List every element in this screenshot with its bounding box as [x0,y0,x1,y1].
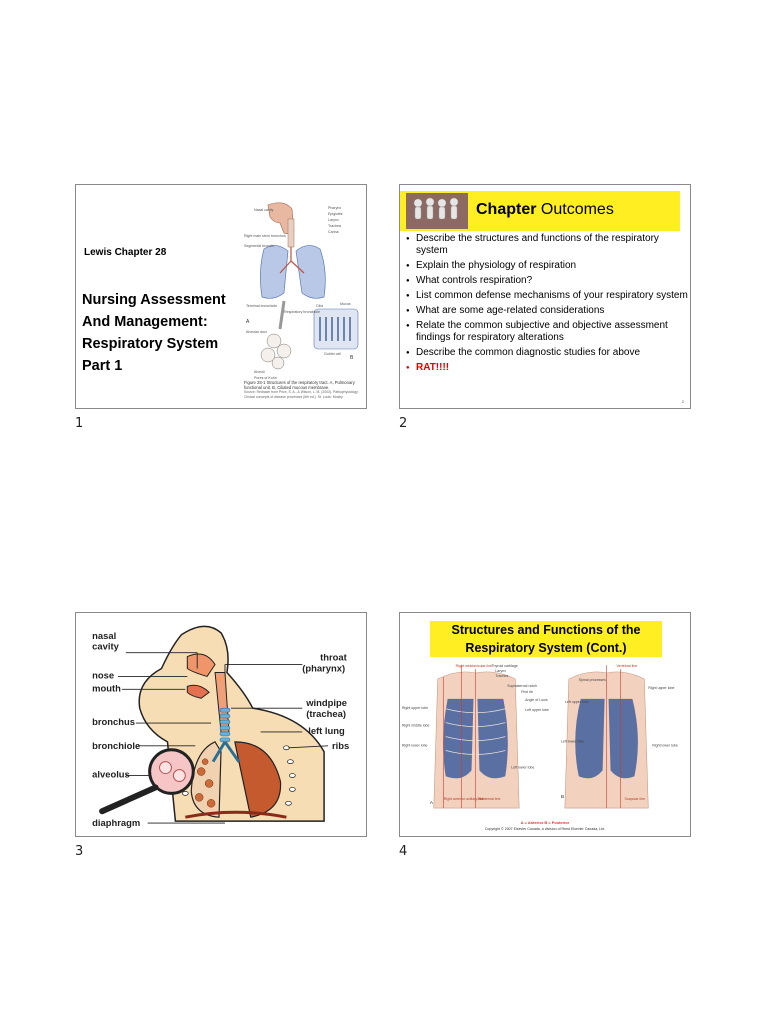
list-item: Describe the common diagnostic studies f… [406,347,688,359]
svg-text:Larynx: Larynx [495,669,506,673]
svg-text:Right midclavicular line: Right midclavicular line [456,664,492,668]
svg-text:Left lower lobe: Left lower lobe [511,765,534,769]
svg-text:bronchiole: bronchiole [92,740,140,751]
page-number-1: 1 [75,416,84,431]
svg-text:Angle of Louis: Angle of Louis [525,698,548,702]
outcomes-list: Describe the structures and functions of… [406,233,688,377]
svg-text:Right lower lobe: Right lower lobe [652,744,678,748]
svg-text:Vertebral line: Vertebral line [617,664,638,668]
svg-text:Nasal cavity: Nasal cavity [254,208,274,212]
list-item: List common defense mechanisms of your r… [406,290,688,302]
slide-2[interactable]: Chapter Outcomes Describe the structures… [399,184,691,409]
svg-text:A: A [430,800,434,806]
svg-text:Respiratory bronchiole: Respiratory bronchiole [284,310,320,314]
slide-3[interactable]: nasal cavity nose mouth bronchus bronchi… [75,612,367,837]
svg-text:diaphragm: diaphragm [92,817,140,828]
svg-text:Epiglottis: Epiglottis [328,212,343,216]
svg-text:Copyright © 2007 Elsevier Cana: Copyright © 2007 Elsevier Canada, a divi… [485,827,605,831]
page-number-2: 2 [399,416,408,431]
svg-text:Alveolar duct: Alveolar duct [246,330,267,334]
slide-4[interactable]: Structures and Functions of the Respirat… [399,612,691,837]
page-number-3: 3 [75,844,84,859]
svg-text:Larynx: Larynx [328,218,339,222]
svg-text:Right upper lobe: Right upper lobe [648,686,674,690]
svg-text:A: A [246,319,250,325]
svg-text:Pores of Kohn: Pores of Kohn [254,376,277,380]
svg-text:Right middle lobe: Right middle lobe [402,724,430,728]
list-item: Describe the structures and functions of… [406,233,688,257]
svg-text:Segmental bronchi: Segmental bronchi [244,244,274,248]
svg-text:Scapular line: Scapular line [624,797,645,801]
outcomes-header: Chapter Outcomes [400,191,680,231]
list-item-rat: RAT!!!! [406,362,688,374]
svg-text:nasal: nasal [92,630,116,641]
svg-text:Right lower lobe: Right lower lobe [402,744,428,748]
svg-text:Pharynx: Pharynx [328,206,341,210]
svg-text:Terminal bronchiole: Terminal bronchiole [246,304,277,308]
thorax-lobes-figure: Right midclavicular line Thyroid cartila… [402,664,678,831]
svg-text:B: B [350,355,354,361]
svg-text:windpipe: windpipe [305,697,347,708]
svg-text:Trachea: Trachea [328,224,341,228]
list-item: What controls respiration? [406,275,688,287]
svg-text:First rib: First rib [521,690,533,694]
svg-text:Mucus: Mucus [340,302,351,306]
respiratory-system-illustration: nasal cavity nose mouth bronchus bronchi… [92,625,349,828]
svg-text:Right main stem bronchus: Right main stem bronchus [244,234,286,238]
svg-text:bronchus: bronchus [92,716,135,727]
page-number-4: 4 [399,844,408,859]
svg-text:Thyroid cartilage: Thyroid cartilage [491,664,517,668]
svg-text:(trachea): (trachea) [306,708,346,719]
figure-caption: Figure 28-1 Structures of the respirator… [244,380,359,399]
slide-page-number: 2 [681,399,684,404]
slide-1-title: Nursing Assessment And Management: Respi… [82,292,226,374]
list-item: Explain the physiology of respiration [406,260,688,272]
svg-text:throat: throat [320,652,348,663]
respiratory-tract-figure: Nasal cavity Pharynx Epiglottis Larynx T… [244,202,359,380]
svg-text:Left upper lobe: Left upper lobe [565,700,589,704]
svg-text:left lung: left lung [308,725,345,736]
svg-text:Left lower lobe: Left lower lobe [561,740,584,744]
slide-2-title: Chapter Outcomes [476,201,614,218]
svg-text:B: B [561,794,565,800]
svg-text:nose: nose [92,669,114,680]
svg-text:Right anterior axillary line: Right anterior axillary line [444,797,484,801]
svg-text:cavity: cavity [92,641,119,652]
people-group-icon [406,193,468,229]
svg-text:Goblet cell: Goblet cell [324,352,341,356]
svg-text:A = Anterior B = Posterior: A = Anterior B = Posterior [521,820,570,825]
svg-text:Spinal processes: Spinal processes [579,678,606,682]
svg-text:Suprasternal notch: Suprasternal notch [507,684,537,688]
svg-text:Midsternal line: Midsternal line [477,797,500,801]
svg-text:Left upper lobe: Left upper lobe [525,708,549,712]
list-item: Relate the common subjective and objecti… [406,320,688,344]
svg-text:Alveoli: Alveoli [254,370,265,374]
chapter-label: Lewis Chapter 28 [84,247,167,258]
svg-text:Cilia: Cilia [316,304,323,308]
slide-1[interactable]: Lewis Chapter 28 Nursing Assessment And … [75,184,367,409]
svg-text:(pharynx): (pharynx) [302,662,345,673]
svg-text:Right upper lobe: Right upper lobe [402,706,428,710]
svg-text:Trachea: Trachea [495,674,508,678]
list-item: What are some age-related considerations [406,305,688,317]
svg-text:ribs: ribs [332,740,349,751]
svg-text:alveolus: alveolus [92,769,130,780]
svg-text:Carina: Carina [328,230,339,234]
svg-text:mouth: mouth [92,682,121,693]
slide-4-title: Structures and Functions of the Respirat… [430,621,662,657]
